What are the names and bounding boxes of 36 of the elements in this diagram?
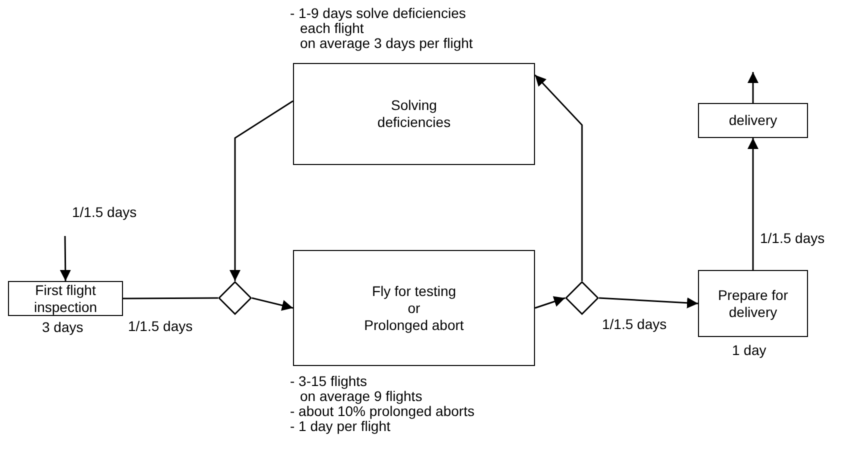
duration-label: 3 days [42,320,84,335]
box-label: Prepare for delivery [716,286,790,320]
arrow [598,297,698,308]
edge-label: 1/1.5 days [128,318,193,334]
note-text: on average 3 days per flight [300,36,473,51]
arrow [534,74,583,281]
note-text: - 1-9 days solve deficiencies [290,6,466,21]
box-label: Fly for testing [372,282,456,300]
process-box [698,103,808,138]
note-text: - 3-15 flights [290,374,368,389]
box-label: First flight inspection [32,282,98,316]
arrow [60,236,71,281]
note-text: - about 10% prolonged aborts [290,404,474,419]
process-box [293,250,535,366]
edge-label: 1/1.5 days [602,316,667,332]
note-text: on average 9 flights [300,389,422,404]
box-label: Prolonged abort [364,316,464,334]
process-box [293,63,535,165]
decision-diamond [565,281,599,315]
arrow [252,297,294,311]
arrow [748,72,758,103]
connector-line [123,297,218,300]
box-label: or [408,300,420,316]
process-box [8,281,123,316]
edge-label: 1/1.5 days [760,230,825,246]
box-label: Solving deficiencies [376,97,452,131]
decision-diamond [218,281,252,315]
duration-label: 1 day [732,343,766,358]
arrow [230,100,294,281]
process-box [698,270,808,337]
arrow [748,138,758,270]
note-text: - 1 day per flight [290,419,390,434]
box-label: delivery [728,112,778,129]
arrow [534,296,566,309]
edge-label: 1/1.5 days [72,204,137,220]
note-text: each flight [300,21,364,36]
